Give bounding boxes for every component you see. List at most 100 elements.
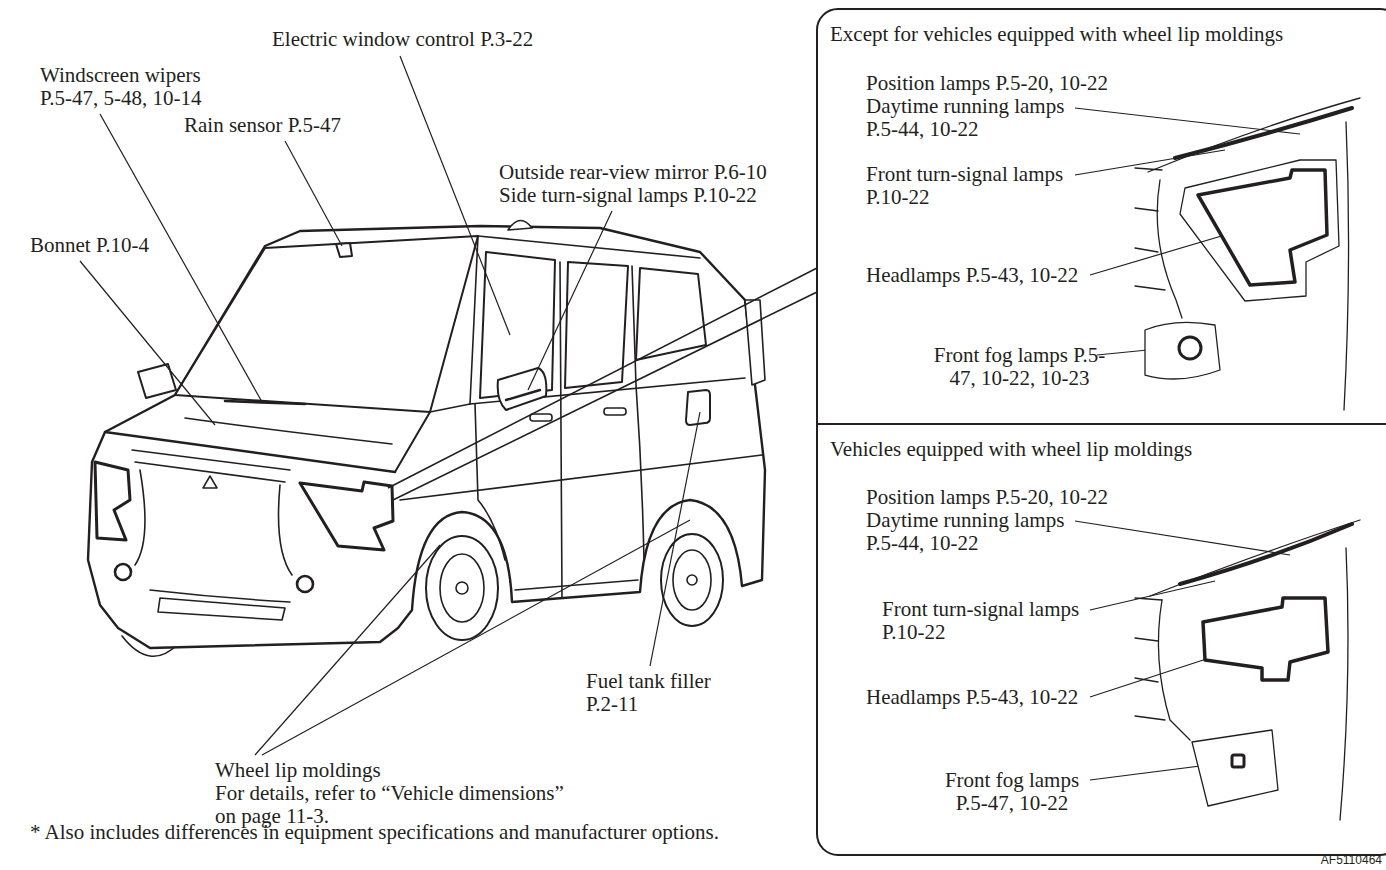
- callout-label: Position lamps P.5-20, 10-22: [866, 486, 1108, 509]
- callout-label: Front fog lamps P.5-47, 10-22, 10-23: [927, 344, 1112, 390]
- a-pillar: [470, 236, 478, 404]
- door-handle: [530, 414, 552, 421]
- callout-label: Fuel tank filler P.2-11: [586, 670, 726, 716]
- hood-front-edge: [105, 432, 395, 472]
- callout-label: Headlamps P.5-43, 10-22: [866, 686, 1078, 709]
- left-headlamp: [95, 462, 130, 540]
- leader-lines: [400, 56, 510, 335]
- quarter-window: [636, 268, 706, 360]
- fascia-outline: [1158, 600, 1190, 740]
- mirror-turn-lamp: [506, 390, 540, 400]
- callout-label: Front fog lamps P.5-47, 10-22: [937, 769, 1087, 815]
- leader-lines: [1075, 521, 1290, 555]
- door-line: [475, 404, 505, 560]
- grille: [132, 450, 290, 470]
- footnote: * Also includes differences in equipment…: [30, 821, 719, 844]
- antenna: [508, 220, 532, 230]
- grille-edge: [1135, 248, 1158, 252]
- figure-code: AF5110464: [1321, 853, 1382, 867]
- front-frame: [279, 485, 293, 575]
- leader-lines: [262, 520, 690, 755]
- headlamp: [1198, 170, 1327, 285]
- hood-side-edge: [395, 412, 430, 472]
- grille-edge: [1135, 208, 1158, 211]
- bumper-line: [1148, 98, 1360, 172]
- leader-lines: [1075, 108, 1300, 134]
- callout-label: Rain sensor P.5-47: [184, 114, 341, 137]
- tail-lamp: [745, 300, 765, 385]
- vehicle-illustration: [88, 220, 765, 656]
- fascia-outline: [1340, 548, 1348, 820]
- fog-lamp: [297, 576, 313, 592]
- leader-lines: [80, 261, 215, 425]
- bumper-line: [1150, 520, 1360, 596]
- front-frame: [135, 470, 145, 565]
- panel-heading: Except for vehicles equipped with wheel …: [818, 10, 1386, 46]
- rear-wheel: [661, 534, 723, 626]
- grille-edge: [1135, 716, 1165, 720]
- callout-label: Daytime running lamps P.5-44, 10-22: [866, 95, 1091, 141]
- zoom-lines: [388, 268, 817, 500]
- fascia-outline: [1344, 122, 1349, 410]
- leader-lines: [285, 141, 342, 246]
- callout-label: Outside rear-view mirror P.6-10: [499, 161, 767, 184]
- drl-strip: [1180, 524, 1352, 584]
- front-wheel: [426, 536, 498, 640]
- callout-label: Bonnet P.10-4: [30, 234, 149, 257]
- callout-label: Daytime running lamps P.5-44, 10-22: [866, 509, 1091, 555]
- right-mirror: [498, 368, 547, 410]
- left-mirror: [138, 364, 176, 398]
- leader-lines: [650, 412, 700, 666]
- front-wheel-rim: [440, 554, 484, 622]
- right-headlamp: [300, 482, 393, 550]
- fog-lamp: [1232, 755, 1244, 767]
- leader-lines: [100, 114, 262, 402]
- fender-line: [430, 404, 470, 412]
- wiper: [225, 401, 305, 404]
- leader-lines: [80, 56, 1300, 780]
- headlamp: [1203, 598, 1328, 680]
- callout-label: Windscreen wipers P.5-47, 5-48, 10-14: [40, 64, 225, 110]
- fog-housing: [1192, 730, 1278, 806]
- wheel-hub: [687, 575, 697, 585]
- callout-label: Front turn-signal lamps P.10-22: [882, 598, 1122, 644]
- grille-edge: [1135, 168, 1162, 170]
- leader-lines: [528, 211, 612, 390]
- lower-intake: [158, 598, 285, 620]
- callout-label: Side turn-signal lamps P.10-22: [499, 184, 757, 207]
- fog-housing: [1145, 322, 1220, 379]
- fog-lamp: [1179, 337, 1201, 359]
- leader-lines: [1090, 232, 1235, 275]
- callout-label: Headlamps P.5-43, 10-22: [866, 264, 1078, 287]
- zoom-lines: [388, 268, 817, 488]
- callout-label: Front turn-signal lamps P.10-22: [866, 163, 1106, 209]
- hood-crease: [185, 418, 392, 444]
- windscreen: [175, 236, 478, 412]
- logo: [203, 476, 217, 488]
- door-line: [560, 262, 562, 598]
- door-line: [632, 266, 644, 560]
- character-line: [400, 455, 762, 500]
- detail-top: [1135, 98, 1360, 410]
- sill: [515, 580, 638, 590]
- grille-edge: [1135, 286, 1165, 290]
- panel-heading: Vehicles equipped with wheel lip molding…: [818, 425, 1386, 461]
- fog-lamp: [115, 564, 131, 580]
- door-handle: [604, 408, 626, 415]
- fascia-outline: [1157, 180, 1182, 318]
- grille-edge: [1135, 598, 1162, 600]
- rear-wheel-rim: [673, 550, 711, 610]
- zoom-lines: [393, 292, 817, 500]
- wheel-hub: [456, 582, 468, 594]
- callout-label: Position lamps P.5-20, 10-22: [866, 72, 1108, 95]
- drl-strip: [1175, 108, 1352, 158]
- callout-label: Electric window control P.3-22: [272, 28, 533, 51]
- leader-lines: [255, 545, 440, 755]
- lamp-frame: [1180, 160, 1339, 301]
- grille-edge: [1135, 638, 1158, 641]
- grille-edge: [1135, 678, 1158, 682]
- detail-bottom: [1135, 520, 1360, 820]
- body-outline: [88, 226, 765, 648]
- rain-sensor: [336, 243, 352, 257]
